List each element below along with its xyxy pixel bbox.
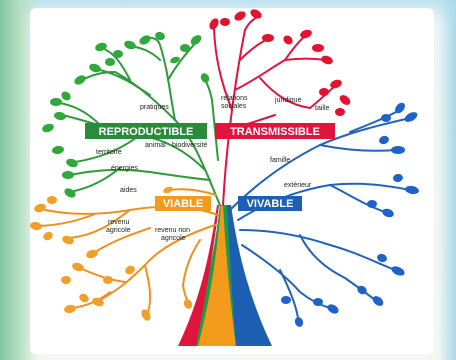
blue-branches <box>229 109 411 319</box>
small-labels: pratiques territoire énergies animal bio… <box>96 95 330 242</box>
label-revenu-non-2: agricole <box>161 235 186 242</box>
red-branches <box>213 17 336 206</box>
red-leaves <box>209 9 351 116</box>
label-revenu-agricole-2: agricole <box>106 227 131 234</box>
label-aides: aides <box>120 187 137 194</box>
label-reproductible: REPRODUCTIBLE <box>85 123 207 139</box>
label-pratiques: pratiques <box>140 104 169 111</box>
background-frame-right <box>438 0 456 360</box>
label-transmissible: TRANSMISSIBLE <box>215 123 335 139</box>
orange-leaves <box>30 186 193 321</box>
label-territoire: territoire <box>96 149 122 156</box>
green-branches <box>54 36 221 206</box>
trunk <box>178 205 272 346</box>
blue-leaves <box>281 102 419 327</box>
label-famille: famille <box>270 157 290 164</box>
label-viable: VIABLE <box>155 196 211 211</box>
reproductible-text: REPRODUCTIBLE <box>99 126 194 138</box>
viable-text: VIABLE <box>163 198 203 210</box>
label-taille: taille <box>315 105 330 112</box>
label-revenu-non-1: revenu non <box>155 227 190 234</box>
label-relations-2: sociales <box>221 103 247 110</box>
vivable-text: VIVABLE <box>247 198 294 210</box>
label-vivable: VIVABLE <box>238 196 302 211</box>
label-juridique: juridique <box>274 97 302 104</box>
green-leaves <box>42 31 210 198</box>
label-energies: énergies <box>111 165 138 172</box>
label-relations-1: relations <box>221 95 248 102</box>
label-exterieur: extérieur <box>284 182 312 189</box>
label-animal: animal <box>145 142 166 149</box>
label-revenu-agricole-1: revenu <box>108 219 130 226</box>
label-biodiversite: biodiversité <box>172 142 208 149</box>
transmissible-text: TRANSMISSIBLE <box>230 126 320 138</box>
